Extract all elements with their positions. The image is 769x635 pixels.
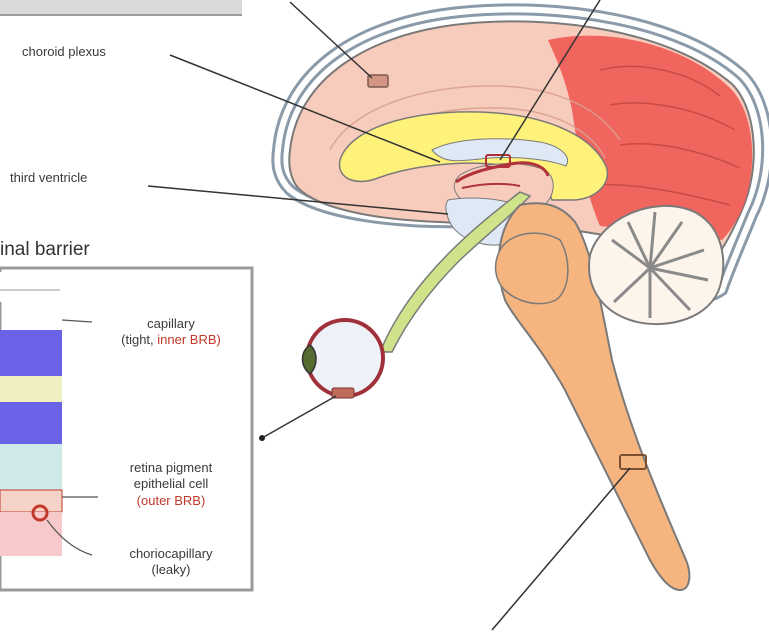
inset-title: inal barrier <box>0 238 90 262</box>
rpe-line1: retina pigment <box>96 460 246 476</box>
rpe-label: retina pigment epithelial cell (outer BR… <box>96 460 246 509</box>
capillary-text: capillary <box>96 316 246 332</box>
eye <box>307 320 383 396</box>
iris <box>303 345 317 374</box>
rpe-band <box>0 490 62 512</box>
rpe-line3: (outer BRB) <box>96 493 246 509</box>
blue-cells-top <box>0 330 62 376</box>
third-ventricle-label: third ventricle <box>10 170 87 186</box>
blue-cells-mid <box>0 402 62 444</box>
capillary-note: (tight, inner BRB) <box>96 332 246 348</box>
rpe-line2: epithelial cell <box>96 476 246 492</box>
pointer-dot <box>259 435 265 441</box>
capillary-note-tight: (tight, <box>121 332 154 347</box>
choriocapillary-label: choriocapillary (leaky) <box>96 546 246 579</box>
choroid-plexus-label: choroid plexus <box>22 44 106 60</box>
leaky-text: (leaky) <box>96 562 246 578</box>
capillary-label: capillary (tight, inner BRB) <box>96 316 246 349</box>
capillary-note-brb: inner BRB) <box>157 332 221 347</box>
choriocapillary-text: choriocapillary <box>96 546 246 562</box>
